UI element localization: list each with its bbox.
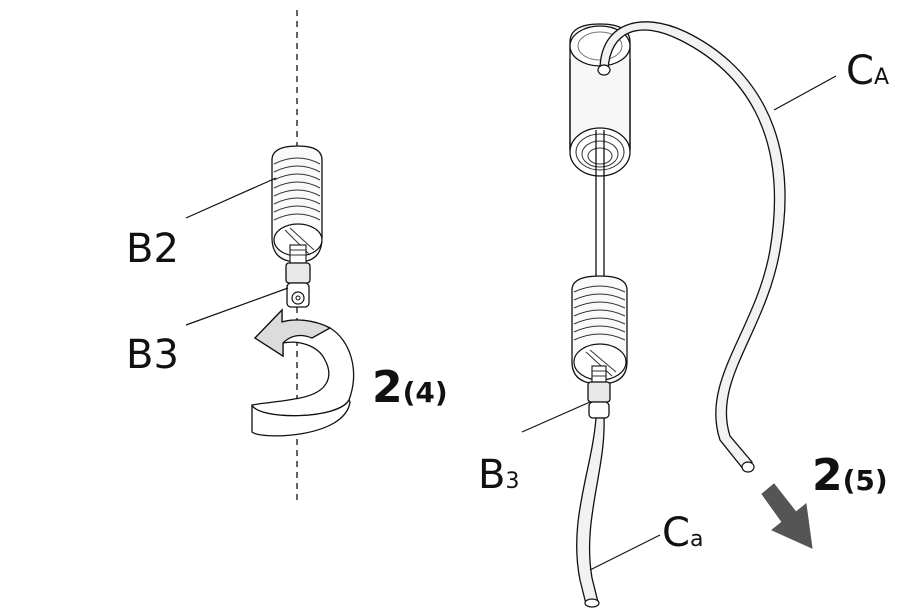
leader-b3-lower — [521, 401, 591, 433]
leader-ca-upper — [773, 75, 837, 111]
connector-b3 — [285, 244, 311, 308]
rotation-arrow-icon — [251, 308, 355, 437]
step-right: 2(5) — [812, 450, 888, 501]
step-right-sub: (5) — [843, 464, 888, 497]
cable-upper — [597, 21, 786, 473]
label-ca-lower: Ca — [662, 510, 703, 556]
leader-b3 — [185, 287, 289, 326]
step-left-number: 2 — [372, 362, 403, 413]
cable-lower — [576, 417, 605, 608]
upper-tube — [569, 23, 631, 177]
step-left: 2(4) — [372, 362, 448, 413]
step-right-number: 2 — [812, 450, 843, 501]
threaded-sleeve-b2 — [271, 145, 323, 263]
label-ca-lower-main: C — [662, 510, 690, 556]
label-b2: B2 — [126, 226, 179, 272]
left-figure: B2 B3 2(4) — [126, 10, 448, 500]
label-ca-upper: CA — [846, 48, 889, 94]
leader-b2 — [185, 177, 277, 219]
leader-ca-lower — [589, 534, 661, 571]
threaded-sleeve-lower — [571, 275, 628, 385]
right-figure: CA B3 Ca 2(5) — [478, 21, 889, 608]
label-ca-upper-index: A — [874, 65, 889, 90]
label-ca-upper-main: C — [846, 48, 874, 94]
label-b3-lower-main: B — [478, 452, 505, 498]
connector-b3-lower — [587, 365, 611, 419]
label-b3-lower: B3 — [478, 452, 519, 498]
step-left-sub: (4) — [403, 376, 448, 409]
pull-arrow-icon — [761, 483, 813, 549]
label-b3: B3 — [126, 332, 179, 378]
label-b3-lower-index: 3 — [505, 469, 519, 494]
label-ca-lower-index: a — [690, 527, 703, 552]
rod — [595, 130, 605, 280]
